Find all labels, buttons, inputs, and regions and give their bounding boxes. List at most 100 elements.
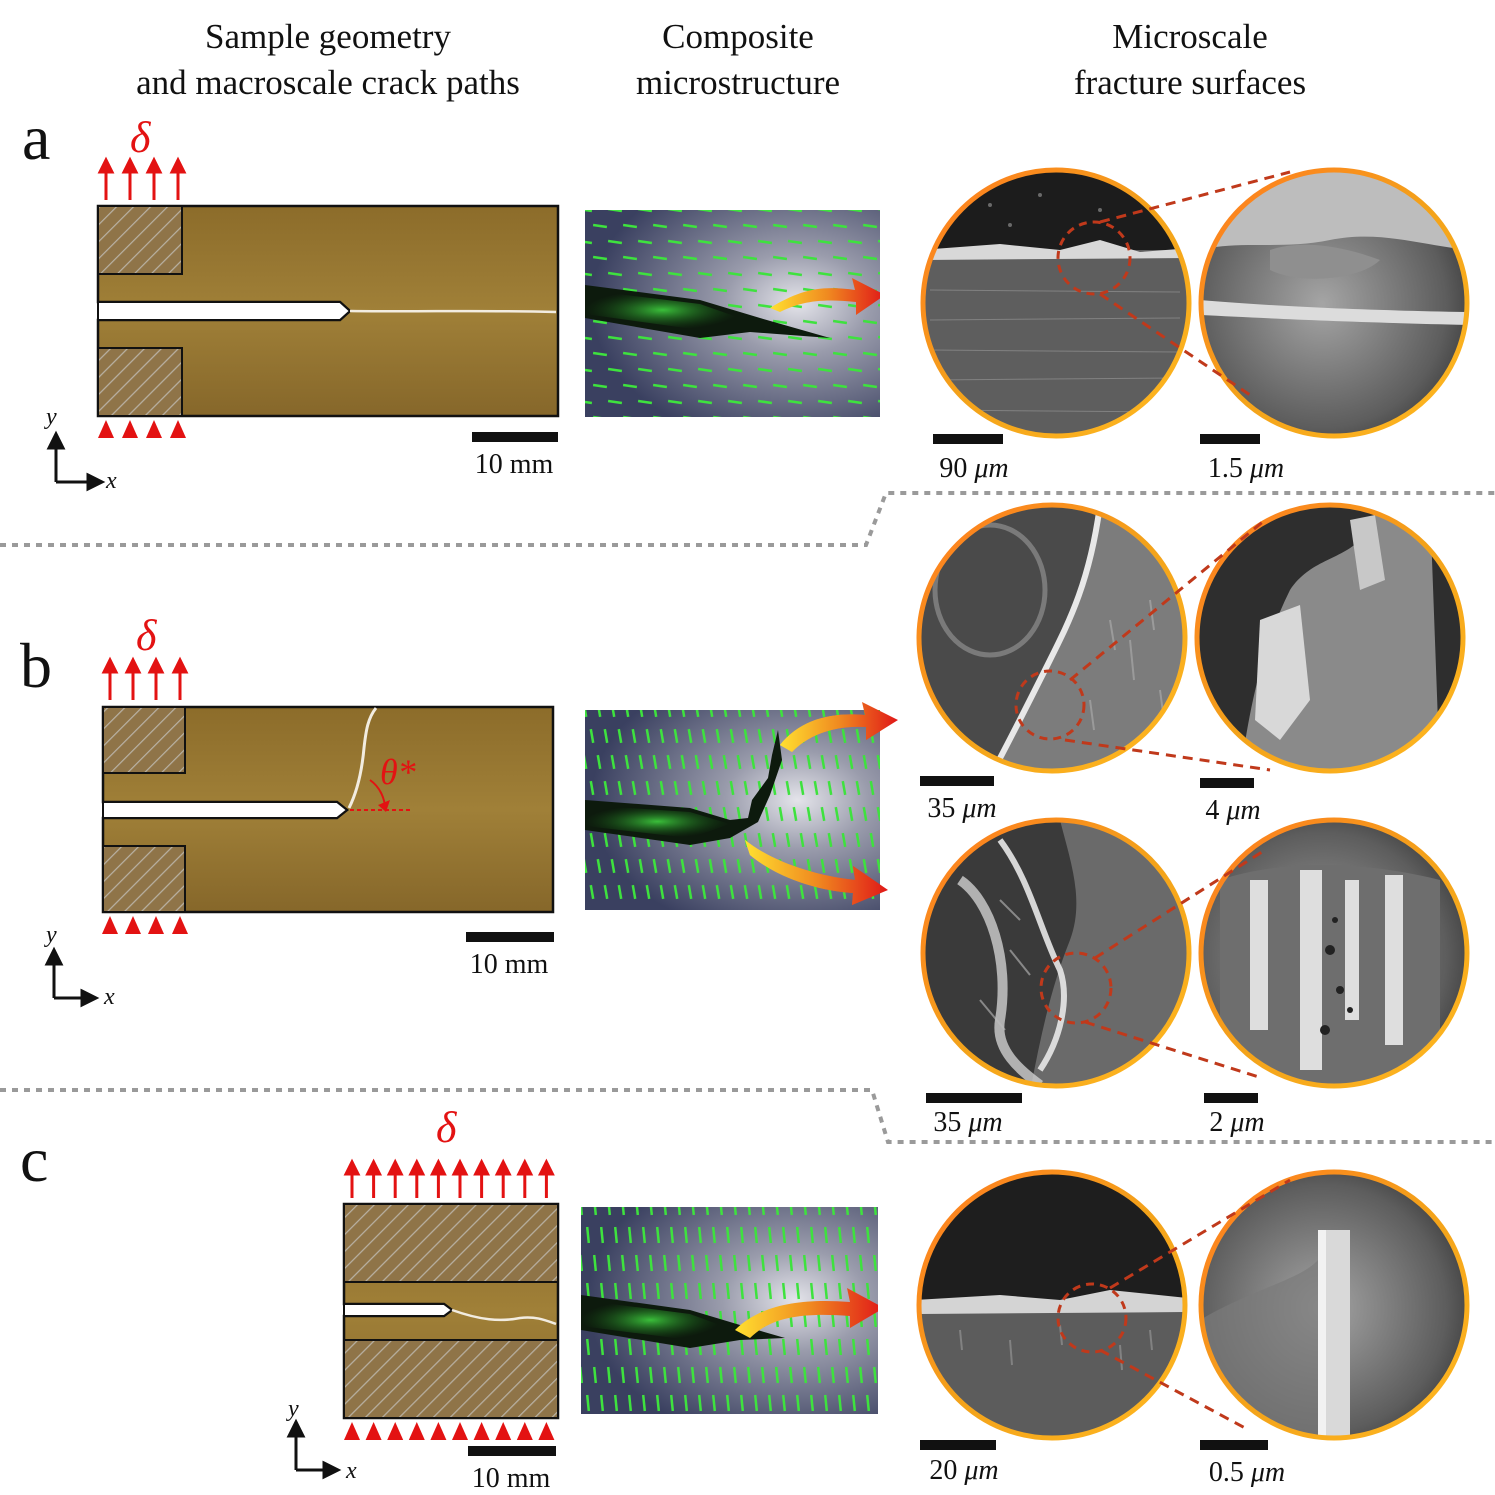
panel-c-micro-scale-1-unit: μm [964, 1455, 999, 1486]
fiber [860, 1423, 862, 1439]
fiber [701, 884, 707, 900]
fiber [762, 1423, 764, 1439]
fiber [877, 271, 880, 275]
panel-c-micro-scale-2: 0.5 μm [1192, 1458, 1302, 1488]
fiber [885, 781, 887, 795]
fiber [640, 911, 642, 925]
fiber [592, 1254, 598, 1272]
fiber [780, 911, 782, 925]
panel-a-micro-scale-1: 90 μm [926, 454, 1022, 484]
panel-b-micro-scale-2-unit: μm [1226, 795, 1261, 826]
support-triangle [430, 1422, 447, 1440]
fiber [817, 367, 833, 373]
fiber [573, 1395, 575, 1411]
fiber [710, 911, 712, 925]
fiber [607, 239, 623, 245]
panel-a-load-arrows [97, 156, 187, 200]
fiber [687, 728, 693, 744]
separator-b-c [0, 1088, 1495, 1144]
fiber [893, 385, 907, 387]
fiber [893, 321, 907, 323]
fiber [570, 859, 572, 873]
fiber [573, 1283, 575, 1299]
header-col2-line1: Composite [662, 17, 814, 56]
fiber [667, 210, 683, 213]
fiber [577, 781, 579, 795]
fiber [695, 710, 700, 718]
fiber [817, 335, 833, 341]
fiber [733, 1207, 738, 1216]
fiber [750, 858, 756, 874]
fiber [834, 806, 840, 822]
fiber [652, 223, 668, 229]
fiber [757, 239, 773, 245]
panel-a-support-triangles [98, 420, 186, 438]
fiber [697, 1282, 703, 1300]
fiber [743, 415, 752, 417]
fiber [823, 1282, 829, 1300]
panel-c-sample [286, 1158, 560, 1480]
fiber [753, 1394, 759, 1412]
panel-a-micro-scale-1-unit: μm [974, 453, 1009, 484]
fiber [877, 335, 880, 339]
separator-a-b [0, 491, 1495, 547]
fiber [781, 1282, 787, 1300]
fiber [732, 1366, 738, 1384]
panel-b-sample [44, 656, 555, 1008]
fiber [653, 415, 662, 417]
fiber [683, 1226, 689, 1244]
panel-b-sem-1 [916, 502, 1188, 774]
fiber [788, 1366, 794, 1384]
fiber [637, 271, 653, 277]
fiber [570, 755, 572, 769]
fiber [837, 1338, 843, 1356]
fiber [727, 399, 743, 405]
fiber [847, 210, 863, 213]
fiber [694, 754, 700, 770]
fiber [792, 754, 798, 770]
fiber [563, 353, 577, 355]
fiber [705, 1207, 710, 1216]
fiber [697, 210, 713, 213]
fiber [713, 415, 722, 417]
fiber [739, 1282, 745, 1300]
fiber [848, 754, 854, 770]
fiber [893, 353, 907, 355]
panel-c-axis-x: x [346, 1458, 357, 1484]
fiber [617, 728, 623, 744]
fiber [592, 1366, 598, 1384]
fiber [729, 884, 735, 900]
fiber [827, 780, 833, 796]
fiber [761, 1207, 766, 1216]
fiber [888, 1199, 890, 1215]
fiber [652, 858, 658, 874]
fiber [669, 1226, 675, 1244]
panel-c-micro-scalebars [920, 1440, 1268, 1450]
fiber [612, 911, 614, 925]
fiber [668, 911, 670, 925]
header-col2-line2: microstructure [635, 63, 841, 102]
fiber [691, 1207, 696, 1216]
header-col1: Sample geometry and macroscale crack pat… [98, 14, 558, 106]
fiber [766, 911, 768, 925]
fiber [607, 1207, 612, 1216]
fiber [809, 1394, 815, 1412]
fiber [589, 728, 595, 744]
fiber [837, 1394, 843, 1412]
fiber [585, 710, 588, 718]
fiber [848, 806, 854, 822]
fiber [626, 911, 628, 925]
fiber [637, 335, 653, 341]
fiber [877, 210, 880, 211]
fiber [622, 255, 638, 261]
header-col3-line1: Microscale [1112, 17, 1268, 56]
fiber [862, 806, 868, 822]
fiber [802, 383, 818, 389]
panel-c-axes [286, 1418, 342, 1480]
fiber [737, 710, 742, 718]
fiber [627, 1282, 633, 1300]
fiber [563, 289, 577, 291]
fiber [872, 1310, 878, 1328]
fiber [701, 780, 707, 796]
fiber [627, 1394, 633, 1412]
